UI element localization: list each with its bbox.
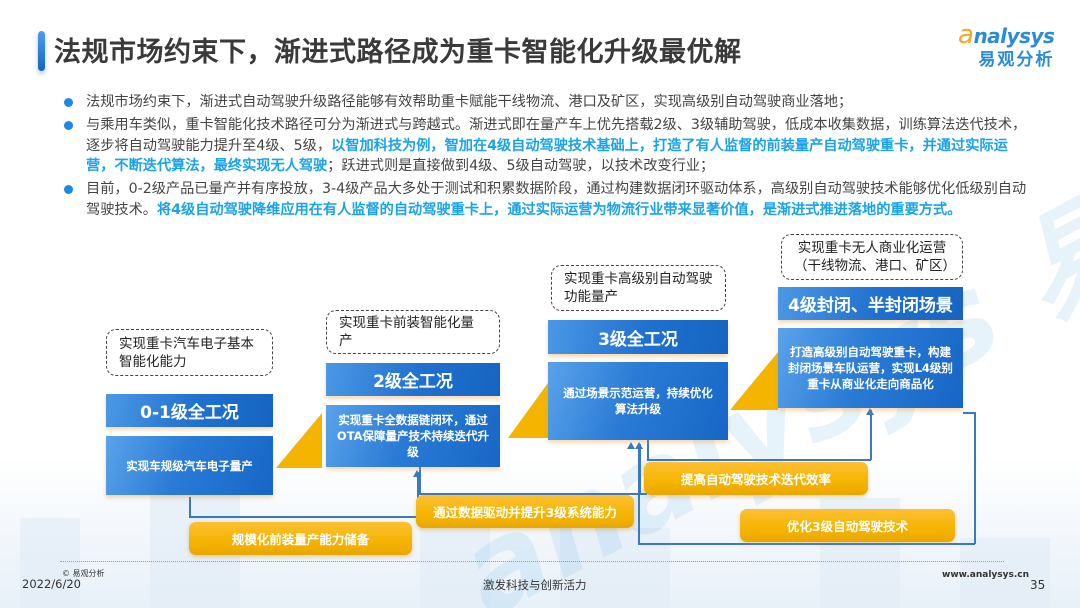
bullet-dot-icon: [64, 98, 73, 107]
page-title: 法规市场约束下，渐进式路径成为重卡智能化升级最优解: [54, 37, 742, 68]
stage-3-level: 3级全工况: [548, 320, 728, 354]
feedback-label-4: 优化3级自动驾驶技术: [740, 509, 955, 542]
bullet-item: 目前，0-2级产品已量产并有序投放，3-4级产品大多处于测试和积累数据阶段，通过…: [64, 179, 1034, 220]
connector-line: [647, 440, 649, 460]
bullet-list: 法规市场约束下，渐进式自动驾驶升级路径能够有效帮助重卡赋能干线物流、港口及矿区，…: [64, 92, 1034, 223]
stage-4-level: 4级封闭、半封闭场景: [778, 287, 963, 320]
arrow-up-icon: [866, 408, 874, 415]
footer-website-link[interactable]: www.analysys.cn: [942, 570, 1030, 580]
title-accent-bar: [38, 31, 45, 71]
feedback-label-3: 提高自动驾驶技术迭代效率: [644, 462, 868, 495]
connector-line: [638, 543, 975, 545]
arrow-up-icon: [635, 442, 643, 449]
building-shape: [20, 518, 80, 608]
footer-copyright: © 易观分析: [62, 569, 105, 578]
connector-line: [870, 410, 872, 460]
bullet-highlight: 以智加科技为例，智加在4级自动驾驶技术基础上，打造了有人监督的前装量产自动驾驶重…: [86, 137, 1008, 175]
connector-line: [639, 444, 641, 494]
bullet-text: 目前，0-2级产品已量产并有序投放，3-4级产品大多处于测试和积累数据阶段，通过…: [86, 181, 1027, 218]
page-number: 35: [1030, 578, 1046, 592]
step-triangle: [508, 383, 548, 438]
stage-4-description: 打造高级别自动驾驶重卡，构建封闭场景车队运营，实现L4级别重卡从商业化走向商品化: [778, 328, 963, 408]
stage-2-goal: 实现重卡前装智能化量产: [326, 310, 500, 354]
bullet-text: 法规市场约束下，渐进式自动驾驶升级路径能够有效帮助重卡赋能干线物流、港口及矿区，…: [86, 94, 853, 110]
bullet-item: 与乘用车类似，重卡智能化技术路径可分为渐进式与跨越式。渐进式即在量产车上优先搭载…: [64, 115, 1034, 177]
feedback-label-1: 规模化前装量产能力储备: [189, 522, 412, 555]
connector-line: [417, 472, 419, 517]
bullet-text: ；跃进式则是直接做到4级、5级自动驾驶，以技术改变行业；: [327, 158, 715, 174]
building-shape: [560, 528, 670, 608]
logo-wordmark: analysys: [958, 22, 1055, 48]
bullet-highlight: 将4级自动驾驶降维应用在有人监督的自动驾驶重卡上，通过实际运营为物流行业带来显著…: [156, 201, 962, 218]
connector-line: [638, 444, 640, 544]
logo-cn: 易观分析: [978, 50, 1055, 70]
footer-slogan: 激发科技与创新活力: [483, 578, 587, 592]
step-triangle: [276, 413, 322, 468]
connector-line: [189, 497, 191, 517]
stage-3-goal: 实现重卡高级别自动驾驶功能量产: [551, 265, 726, 311]
connector-line: [974, 412, 976, 544]
stage-4-goal: 实现重卡无人商业化运营（干线物流、港口、矿区）: [781, 234, 963, 280]
logo-wordmark-text: nalysys: [973, 24, 1055, 48]
arrow-up-icon: [627, 442, 635, 449]
footer-divider: [60, 561, 1004, 562]
stage-1-level: 0-1级全工况: [106, 394, 273, 427]
bullet-dot-icon: [64, 121, 73, 130]
logo-swoosh-a: a: [958, 20, 974, 50]
stage-2-level: 2级全工况: [326, 363, 500, 396]
connector-line: [963, 412, 975, 414]
stage-3-description: 通过场景示范运营，持续优化算法升级: [548, 362, 728, 440]
bullet-text: 与乘用车类似，重卡智能化技术路径可分为渐进式与跨越式。渐进式即在量产车上优先搭载…: [86, 117, 1027, 154]
connector-line: [189, 516, 418, 518]
connector-line: [419, 493, 647, 495]
stage-2-description: 实现重卡全数据链闭环，通过OTA保障量产技术持续迭代升级: [326, 405, 500, 467]
feedback-label-2: 通过数据驱动并提升3级系统能力: [416, 495, 634, 528]
building-shape: [960, 538, 1050, 608]
bullet-item: 法规市场约束下，渐进式自动驾驶升级路径能够有效帮助重卡赋能干线物流、港口及矿区，…: [64, 92, 1034, 113]
connector-line: [647, 459, 871, 461]
analysys-logo: analysys 易观分析: [958, 22, 1055, 71]
connector-line: [419, 467, 421, 494]
stage-1-description: 实现车规级汽车电子量产: [106, 436, 273, 495]
bullet-dot-icon: [64, 185, 73, 194]
stage-1-goal: 实现重卡汽车电子基本智能化能力: [106, 329, 273, 376]
step-triangle: [730, 352, 778, 410]
arrow-up-icon: [413, 470, 421, 477]
footer-date: 2022/6/20: [22, 577, 81, 591]
